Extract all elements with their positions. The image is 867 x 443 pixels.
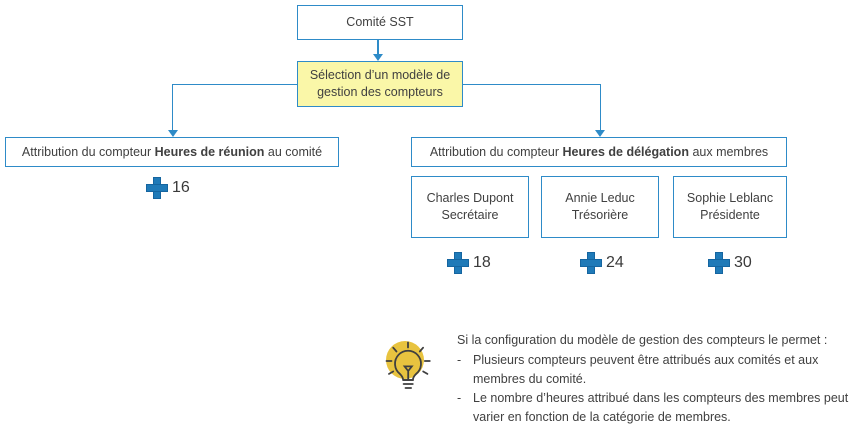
right-branch-suffix: aux membres [688, 144, 769, 159]
node-comite-sst-label: Comité SST [346, 15, 414, 30]
tip-note-body: Si la configuration du modèle de gestion… [457, 327, 855, 428]
tip-note-list: - Plusieurs compteurs peuvent être attri… [457, 351, 855, 427]
tip-note-item-0: - Plusieurs compteurs peuvent être attri… [457, 351, 855, 389]
node-attribution-heures-reunion[interactable]: Attribution du compteur Heures de réunio… [5, 137, 339, 167]
arrow-into-right-branch [595, 130, 605, 137]
member-0-name: Charles Dupont [426, 191, 514, 206]
counter-member-1: 24 [580, 252, 624, 274]
node-member-0[interactable]: Charles Dupont Secrétaire [411, 176, 529, 238]
node-comite-sst[interactable]: Comité SST [297, 5, 463, 40]
node-selection-modele-label: Sélection d’un modèle de gestion des com… [309, 68, 451, 99]
counter-member-0-value: 18 [473, 254, 491, 271]
node-member-1[interactable]: Annie Leduc Trésorière [541, 176, 659, 238]
right-branch-emphasis: Heures de délégation [562, 144, 689, 159]
right-branch-prefix: Attribution du compteur [429, 144, 563, 159]
connector-left-horizontal [172, 84, 298, 86]
left-branch-prefix: Attribution du compteur [21, 144, 155, 159]
member-2-name: Sophie Leblanc [686, 191, 774, 206]
tip-note-dash: - [457, 352, 462, 367]
plus-icon [708, 252, 730, 274]
tip-note-item-1: - Le nombre d’heures attribué dans les c… [457, 389, 855, 427]
connector-top-vertical [377, 40, 379, 56]
counter-member-2-value: 30 [734, 254, 752, 271]
tip-note-item-0-text: Plusieurs compteurs peuvent être attribu… [473, 352, 819, 386]
connector-right-vertical [599, 84, 601, 132]
node-attribution-heures-delegation-label: Attribution du compteur Heures de déléga… [430, 144, 768, 161]
tip-note: Si la configuration du modèle de gestion… [375, 327, 855, 428]
plus-icon [447, 252, 469, 274]
tip-note-lead: Si la configuration du modèle de gestion… [457, 333, 828, 347]
member-1-role: Trésorière [571, 208, 629, 222]
counter-member-0: 18 [447, 252, 491, 274]
left-branch-suffix: au comité [264, 144, 323, 159]
tip-note-item-1-text: Le nombre d’heures attribué dans les com… [473, 391, 849, 424]
counter-member-2: 30 [708, 252, 752, 274]
plus-icon [146, 177, 168, 199]
node-attribution-heures-delegation[interactable]: Attribution du compteur Heures de déléga… [411, 137, 787, 167]
node-selection-modele[interactable]: Sélection d’un modèle de gestion des com… [297, 61, 463, 107]
member-2-role: Présidente [700, 208, 760, 222]
arrow-into-selection [373, 54, 383, 61]
arrow-into-left-branch [167, 130, 178, 137]
node-attribution-heures-reunion-label: Attribution du compteur Heures de réunio… [22, 144, 322, 161]
lightbulb-icon [375, 327, 447, 399]
counter-heures-reunion: 16 [146, 177, 190, 199]
plus-icon [580, 252, 602, 274]
connector-right-horizontal [462, 84, 601, 86]
counter-heures-reunion-value: 16 [172, 179, 190, 196]
member-0-role: Secrétaire [441, 208, 499, 222]
member-1-name: Annie Leduc [565, 191, 635, 206]
connector-left-vertical [172, 84, 174, 132]
left-branch-emphasis: Heures de réunion [154, 144, 265, 159]
node-member-2[interactable]: Sophie Leblanc Présidente [673, 176, 787, 238]
tip-note-dash: - [457, 391, 462, 406]
counter-member-1-value: 24 [606, 254, 624, 271]
